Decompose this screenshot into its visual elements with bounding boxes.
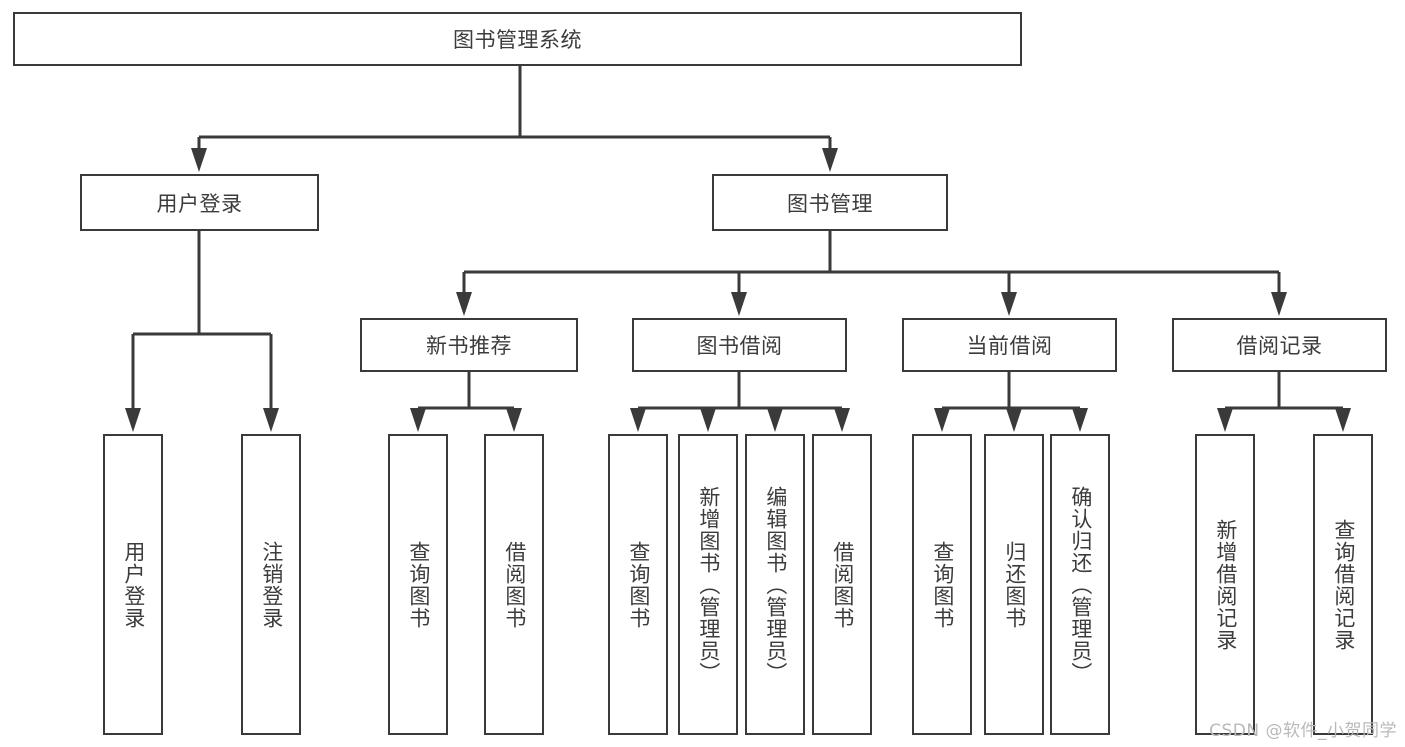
leaf-label: 编辑图书（管理员） bbox=[763, 485, 788, 684]
node-leaf-user-login[interactable]: 用户登录 bbox=[103, 434, 163, 735]
leaf-label: 确认归还（管理员） bbox=[1068, 485, 1093, 684]
arrow-head bbox=[767, 408, 783, 432]
arrow-head bbox=[630, 408, 646, 432]
leaf-label: 新增借阅记录 bbox=[1213, 518, 1238, 651]
node-leaf-query-book-2[interactable]: 查询图书 bbox=[608, 434, 668, 735]
node-new-book-recommend[interactable]: 新书推荐 bbox=[360, 318, 578, 372]
leaf-label: 查询图书 bbox=[930, 540, 955, 629]
leaf-label: 借阅图书 bbox=[502, 540, 527, 629]
arrow-head bbox=[1271, 292, 1287, 316]
node-leaf-confirm-return[interactable]: 确认归还（管理员） bbox=[1050, 434, 1110, 735]
arrow-head bbox=[1072, 408, 1088, 432]
node-leaf-query-record[interactable]: 查询借阅记录 bbox=[1313, 434, 1373, 735]
arrow-head bbox=[410, 408, 426, 432]
arrow-head bbox=[934, 408, 950, 432]
node-leaf-add-record[interactable]: 新增借阅记录 bbox=[1195, 434, 1255, 735]
node-leaf-query-book-1[interactable]: 查询图书 bbox=[388, 434, 448, 735]
node-current-borrow[interactable]: 当前借阅 bbox=[902, 318, 1117, 372]
leaf-label: 新增图书（管理员） bbox=[696, 485, 721, 684]
arrow-head bbox=[700, 408, 716, 432]
csdn-watermark: CSDN @软件_小贺同学 bbox=[1209, 721, 1397, 741]
leaf-label: 查询图书 bbox=[406, 540, 431, 629]
leaf-label: 借阅图书 bbox=[830, 540, 855, 629]
arrow-head bbox=[1001, 292, 1017, 316]
leaf-label: 归还图书 bbox=[1002, 540, 1027, 629]
leaf-label: 查询借阅记录 bbox=[1331, 518, 1356, 651]
leaf-label: 注销登录 bbox=[259, 540, 284, 629]
node-leaf-borrow-book-2[interactable]: 借阅图书 bbox=[812, 434, 872, 735]
node-borrow-record[interactable]: 借阅记录 bbox=[1172, 318, 1387, 372]
arrow-head bbox=[263, 408, 279, 432]
arrow-head bbox=[822, 148, 838, 172]
arrow-head bbox=[1006, 408, 1022, 432]
node-leaf-add-book[interactable]: 新增图书（管理员） bbox=[678, 434, 738, 735]
arrow-head bbox=[834, 408, 850, 432]
node-leaf-borrow-book-1[interactable]: 借阅图书 bbox=[484, 434, 544, 735]
node-leaf-user-logout[interactable]: 注销登录 bbox=[241, 434, 301, 735]
leaf-label: 查询图书 bbox=[626, 540, 651, 629]
arrow-head bbox=[1335, 408, 1351, 432]
arrow-head bbox=[1217, 408, 1233, 432]
arrow-head bbox=[456, 292, 472, 316]
node-book-manage[interactable]: 图书管理 bbox=[712, 174, 948, 231]
arrow-head bbox=[125, 408, 141, 432]
leaf-label: 用户登录 bbox=[121, 540, 146, 629]
node-leaf-query-book-3[interactable]: 查询图书 bbox=[912, 434, 972, 735]
node-user-login[interactable]: 用户登录 bbox=[80, 174, 319, 231]
node-root[interactable]: 图书管理系统 bbox=[13, 12, 1022, 66]
node-leaf-edit-book[interactable]: 编辑图书（管理员） bbox=[745, 434, 805, 735]
arrow-head bbox=[191, 148, 207, 172]
arrow-head bbox=[731, 292, 747, 316]
node-book-borrow[interactable]: 图书借阅 bbox=[632, 318, 847, 372]
arrow-head bbox=[506, 408, 522, 432]
node-leaf-return-book[interactable]: 归还图书 bbox=[984, 434, 1044, 735]
